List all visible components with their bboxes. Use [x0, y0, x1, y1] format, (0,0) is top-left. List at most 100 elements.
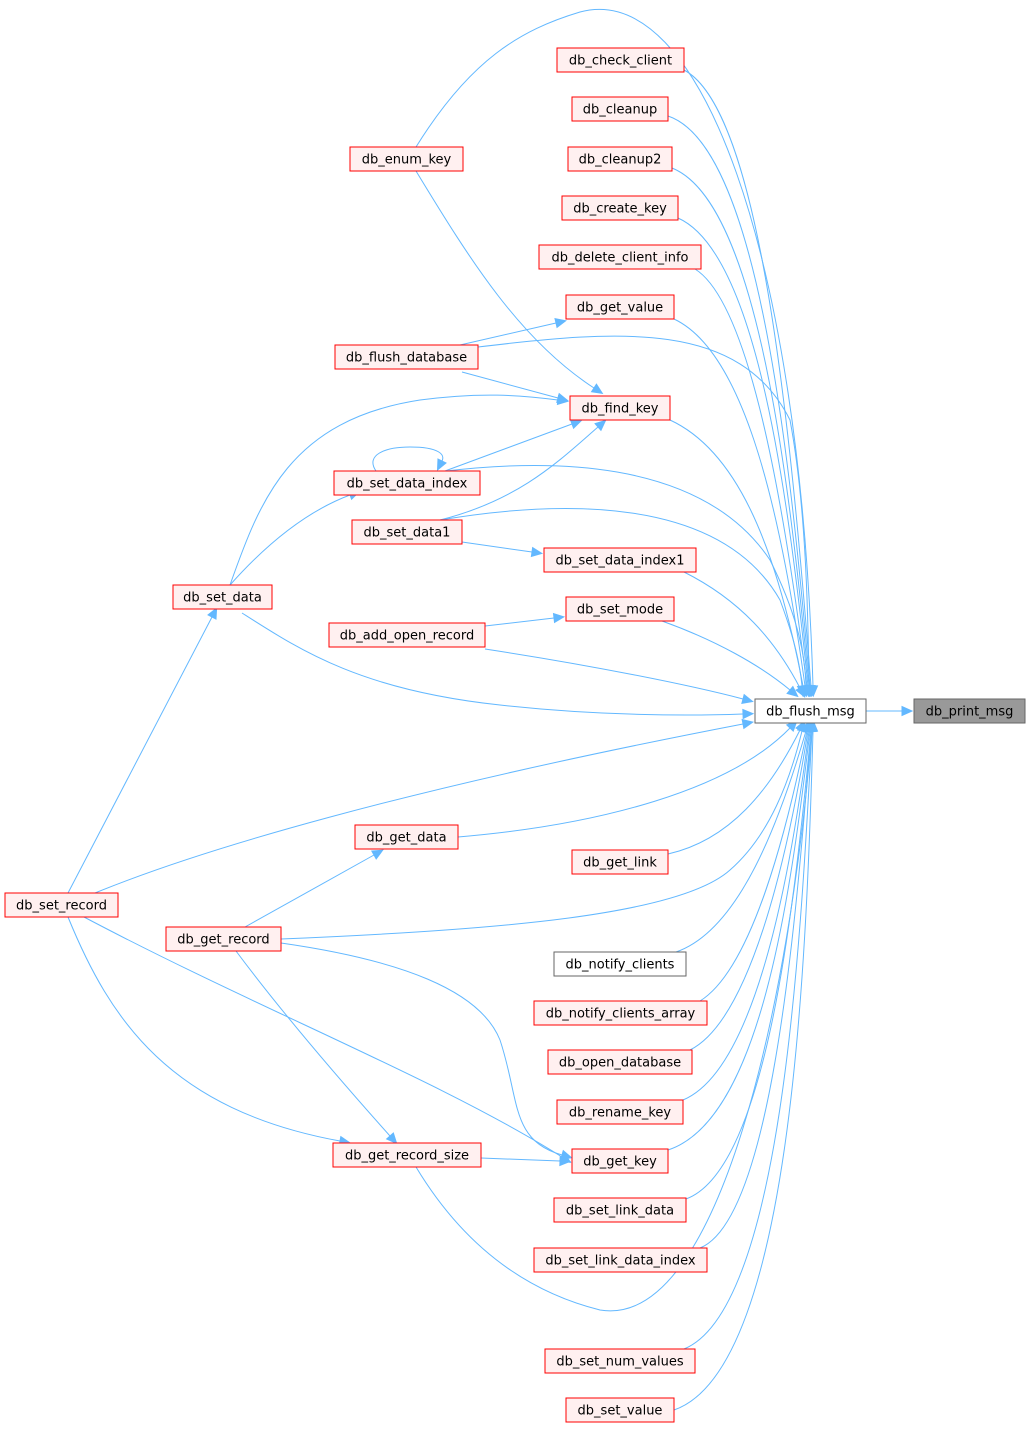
node-db-rename-key[interactable]: db_rename_key: [556, 1099, 684, 1125]
node-db-find-key[interactable]: db_find_key: [569, 395, 671, 421]
node-db-set-value[interactable]: db_set_value: [565, 1397, 675, 1423]
node-db-get-record-size[interactable]: db_get_record_size: [332, 1142, 482, 1168]
edge-line: [667, 115, 811, 687]
node-db-set-data1[interactable]: db_set_data1: [351, 519, 463, 545]
node-db-set-num-values[interactable]: db_set_num_values: [544, 1348, 696, 1374]
edge-db_set_link_data-to-db_flush_msg: [685, 719, 817, 1200]
edge-arrowhead: [594, 419, 607, 432]
edge-arrowhead: [370, 849, 384, 860]
edge-arrowhead: [436, 458, 447, 472]
node-label: db_get_link: [583, 856, 657, 871]
node-db-set-link-data-index[interactable]: db_set_link_data_index: [533, 1247, 708, 1273]
node-label: db_get_record_size: [345, 1149, 469, 1164]
node-box: [533, 1247, 708, 1273]
node-box: [553, 1197, 687, 1223]
node-db-flush-msg[interactable]: db_flush_msg: [754, 698, 867, 724]
node-box: [569, 395, 671, 421]
node-box: [4, 892, 119, 918]
node-db-cleanup[interactable]: db_cleanup: [571, 96, 669, 122]
node-db-get-key[interactable]: db_get_key: [571, 1148, 669, 1174]
edge-db_set_data-to-db_flush_msg: [241, 612, 755, 720]
edge-arrowhead: [741, 718, 755, 730]
node-box: [538, 244, 702, 270]
node-db-create-key[interactable]: db_create_key: [561, 195, 679, 221]
node-label: db_open_database: [559, 1056, 681, 1071]
node-db-set-data[interactable]: db_set_data: [172, 584, 273, 610]
edge-line: [415, 9, 814, 687]
edge-line: [667, 729, 801, 855]
node-box: [556, 1099, 684, 1125]
edge-line: [415, 170, 595, 389]
edge-line: [675, 730, 807, 953]
edge-line: [67, 916, 341, 1142]
edge-db_set_data_index-to-db_set_data_index: [372, 446, 447, 472]
node-db-check-client[interactable]: db_check_client: [556, 47, 685, 73]
edge-db_get_data-to-db_flush_msg: [457, 719, 798, 838]
node-box: [544, 1348, 696, 1374]
node-db-cleanup2[interactable]: db_cleanup2: [567, 146, 673, 172]
edge-db_set_data_index-to-db_find_key: [444, 419, 583, 472]
edge-db_set_data1-to-db_find_key: [439, 419, 607, 521]
node-label: db_cleanup: [583, 103, 657, 118]
edge-line: [461, 541, 533, 553]
node-db-set-data-index[interactable]: db_set_data_index: [333, 470, 481, 496]
node-box: [165, 926, 282, 952]
node-db-delete-client-info[interactable]: db_delete_client_info: [538, 244, 702, 270]
node-label: db_print_msg: [926, 705, 1014, 720]
node-box: [571, 849, 669, 875]
node-db-get-record[interactable]: db_get_record: [165, 926, 282, 952]
edge-line: [677, 217, 809, 687]
edge-line: [457, 727, 791, 838]
node-db-get-data[interactable]: db_get_data: [354, 824, 459, 850]
edge-line: [439, 508, 803, 687]
node-db-notify-clients[interactable]: db_notify_clients: [553, 951, 687, 977]
edge-db_get_record_size-to-db_flush_msg: [415, 719, 818, 1312]
node-db-get-value[interactable]: db_get_value: [565, 294, 675, 320]
edge-db_set_data-to-db_set_data_index: [229, 490, 361, 586]
edge-db_flush_msg-to-db_print_msg: [866, 705, 914, 717]
edge-arrowhead: [786, 685, 799, 698]
node-box: [565, 596, 675, 622]
node-box: [754, 698, 867, 724]
edge-line: [661, 620, 791, 691]
node-label: db_set_link_data_index: [545, 1254, 696, 1269]
node-db-open-database[interactable]: db_open_database: [547, 1049, 693, 1075]
node-box: [556, 47, 685, 73]
edges-layer: [67, 9, 914, 1411]
node-db-set-record[interactable]: db_set_record: [4, 892, 119, 918]
node-db-set-link-data[interactable]: db_set_link_data: [553, 1197, 687, 1223]
node-db-set-mode[interactable]: db_set_mode: [565, 596, 675, 622]
edge-db_notify_clients_array-to-db_flush_msg: [699, 720, 813, 1002]
node-label: db_set_num_values: [556, 1355, 684, 1370]
edge-line: [94, 723, 744, 894]
node-db-set-data-index1[interactable]: db_set_data_index1: [543, 547, 697, 573]
node-label: db_get_data: [366, 831, 446, 846]
edge-line: [682, 730, 810, 1101]
edge-arrowhead: [742, 708, 755, 720]
edge-db_set_data1-to-db_set_data_index1: [461, 541, 544, 558]
node-box: [561, 195, 679, 221]
edge-db_set_mode-to-db_flush_msg: [661, 620, 799, 698]
node-label: db_set_value: [578, 1404, 663, 1419]
edge-line: [459, 322, 557, 346]
edge-db_rename_key-to-db_flush_msg: [682, 719, 815, 1101]
edge-arrowhead: [901, 705, 914, 717]
node-db-flush-database[interactable]: db_flush_database: [334, 344, 479, 370]
node-label: db_get_key: [583, 1155, 657, 1170]
node-db-enum-key[interactable]: db_enum_key: [349, 146, 464, 172]
node-label: db_get_record: [177, 933, 269, 948]
node-label: db_flush_msg: [766, 705, 855, 720]
node-label: db_flush_database: [346, 351, 467, 366]
node-db-notify-clients-array[interactable]: db_notify_clients_array: [533, 1000, 708, 1026]
node-db-add-open-record[interactable]: db_add_open_record: [328, 622, 486, 648]
edge-arrowhead: [385, 1132, 398, 1145]
edge-line: [667, 730, 811, 1151]
node-box: [913, 698, 1026, 724]
edge-arrowhead: [796, 720, 808, 733]
node-db-get-link[interactable]: db_get_link: [571, 849, 669, 875]
edge-line: [83, 916, 563, 1158]
edge-line: [229, 394, 559, 586]
node-db-print-msg: db_print_msg: [913, 698, 1026, 724]
edge-line: [477, 335, 810, 687]
edge-line: [689, 730, 809, 1051]
